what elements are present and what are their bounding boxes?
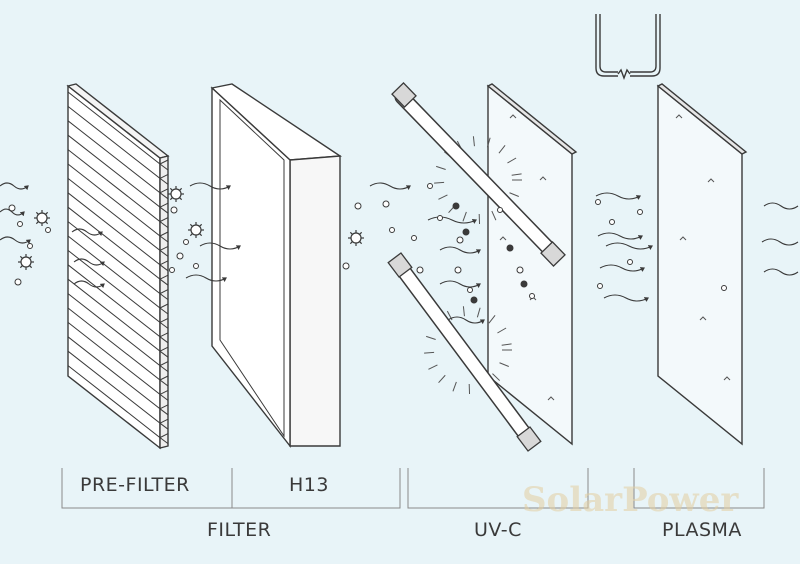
plasma-panel bbox=[656, 83, 748, 446]
uv-lamp-icon bbox=[387, 252, 542, 452]
label-prefilter: PRE-FILTER bbox=[80, 474, 190, 496]
particle-icon bbox=[8, 183, 727, 304]
airflow-arrow-icon bbox=[0, 182, 799, 325]
label-plasma: PLASMA bbox=[662, 519, 742, 541]
watermark: SolarPower bbox=[522, 480, 739, 520]
section-brackets bbox=[61, 468, 765, 509]
h13-filter-panel bbox=[210, 83, 343, 449]
uvc-glass-panel bbox=[486, 83, 578, 446]
label-filter: FILTER bbox=[207, 519, 272, 541]
prefilter-panel bbox=[66, 83, 170, 450]
uv-lamp-icon bbox=[391, 82, 566, 267]
bacteria-icon bbox=[18, 186, 364, 270]
electrode-icon bbox=[595, 14, 661, 80]
panel-marks bbox=[499, 114, 731, 401]
label-uvc: UV-C bbox=[474, 519, 522, 541]
label-h13: H13 bbox=[289, 474, 329, 496]
